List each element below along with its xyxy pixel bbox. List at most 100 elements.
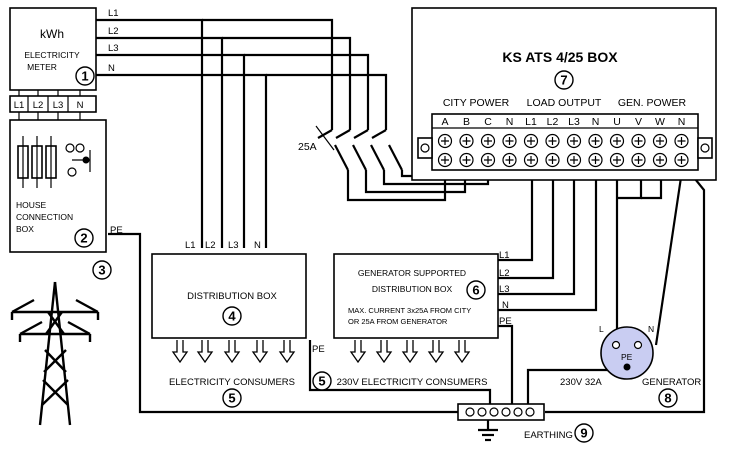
dist-consumer-arrows [171, 340, 296, 364]
generator-plug: L N PE 230V 32A GENERATOR 8 [560, 324, 701, 408]
consumer-arrow-icon [453, 340, 471, 364]
terminal-screw-slot [527, 137, 535, 145]
meter-label-line1: ELECTRICITY [24, 50, 80, 60]
terminal-screw-slot [613, 156, 621, 164]
terminal-screw-slot [677, 156, 686, 164]
wire-plug-pe [526, 368, 627, 405]
terminal-screw-slot [548, 156, 557, 164]
terminal-screw-slot [484, 137, 492, 145]
gen-box-badge: 6 [466, 280, 486, 300]
house-pe-label: PE [110, 225, 123, 236]
gen-box-badge-number: 6 [472, 283, 479, 298]
switch-arm-1 [334, 144, 349, 171]
wire-l3-to-switch [244, 53, 370, 130]
wire-n-to-switch [266, 73, 388, 130]
meter-term-l2: L2 [33, 100, 44, 111]
terminal-screw-slot [613, 137, 621, 145]
gen-box-note-line1: MAX. CURRENT 3x25A FROM CITY [348, 306, 471, 315]
consumer-arrow-icon [251, 340, 269, 364]
terminal-screw-slot [591, 137, 600, 145]
wire-gen-box-pe [497, 324, 514, 405]
ats-group-gen: GEN. POWER [618, 97, 687, 109]
meter-terminal-strip [9, 95, 97, 113]
dist-pe-label: PE [312, 344, 325, 355]
terminal-screw-slot [505, 156, 514, 164]
neutral-link-icon [65, 143, 91, 177]
ats-terminal-label: C [484, 116, 492, 128]
gen-in-l3: L3 [499, 284, 510, 295]
wire-load-n [497, 164, 598, 312]
switch-arm-4 [388, 144, 403, 171]
wire-dist-pe [308, 340, 492, 405]
ats-group-load: LOAD OUTPUT [527, 97, 602, 109]
switch-arm-3 [370, 144, 385, 171]
ats-title: KS ATS 4/25 BOX [502, 49, 618, 65]
dist-box-badge-number: 4 [228, 309, 236, 324]
gen-in-pe: PE [499, 316, 512, 327]
terminal-screw-slot [441, 156, 449, 164]
gen-in-l2: L2 [499, 268, 510, 279]
earth-terminal-strip [457, 403, 545, 421]
wire-l2-to-switch [222, 36, 352, 130]
terminal-screw-slot [484, 156, 492, 164]
house-label-line1: HOUSE [16, 200, 47, 210]
meter-term-n: N [77, 100, 84, 111]
earthing-label: EARTHING [524, 430, 573, 441]
ats-terminal-label: L1 [525, 116, 537, 128]
wire-meter-n [96, 73, 268, 248]
meter-out-l2: L2 [108, 26, 119, 37]
consumer-arrow-icon [223, 340, 241, 364]
meter-badge-number: 1 [81, 69, 88, 84]
ats-group-city: CITY POWER [443, 97, 510, 109]
electricity-meter: kWh ELECTRICITY METER 1 L1 L2 L3 N L1 L2… [9, 7, 119, 120]
gen-consumer-arrows [349, 340, 471, 364]
wire-l1-to-switch [202, 18, 334, 130]
generator-rating: 230V 32A [560, 377, 602, 388]
ats-terminal-label: A [441, 116, 448, 128]
terminal-screw-slot [462, 137, 471, 145]
terminal-screw-slot [548, 137, 557, 145]
plug-n-label: N [648, 324, 654, 334]
terminal-screw-slot [634, 156, 643, 164]
dist-consumers-badge-number: 5 [228, 391, 235, 406]
terminal-screw-slot [656, 137, 664, 145]
ats-badge: 7 [554, 70, 574, 90]
pylon-badge: 3 [92, 260, 112, 280]
dist-consumers-badge: 5 [222, 388, 242, 408]
gen-box-title-line2: DISTRIBUTION BOX [372, 284, 453, 294]
generator-distribution-box: GENERATOR SUPPORTED DISTRIBUTION BOX 6 M… [312, 250, 512, 391]
ats-terminal-label: N [678, 116, 686, 128]
gen-consumers-label: 230V ELECTRICITY CONSUMERS [337, 377, 488, 388]
ats-terminal-label: L2 [547, 116, 559, 128]
gen-consumers-badge: 5 [312, 371, 332, 391]
earthing-bar: EARTHING 9 [457, 403, 594, 443]
switch-blade-4 [371, 129, 387, 139]
wire-house-pe [108, 232, 460, 414]
house-badge-number: 2 [80, 231, 87, 246]
dist-in-l2: L2 [205, 240, 216, 251]
distribution-box: L1 L2 L3 N DISTRIBUTION BOX 4 PE ELECTRI… [151, 240, 325, 408]
gen-box-title-line1: GENERATOR SUPPORTED [358, 268, 466, 278]
meter-term-l1: L1 [14, 100, 25, 111]
ats-terminal-label: L3 [568, 116, 580, 128]
pylon-badge-number: 3 [98, 263, 105, 278]
dist-consumers-label: ELECTRICITY CONSUMERS [169, 377, 295, 388]
terminal-screw-slot [591, 156, 600, 164]
terminal-screw-slot [462, 156, 471, 164]
plug-l-label: L [599, 324, 604, 334]
ats-terminal-label: B [463, 116, 470, 128]
terminal-screw-slot [634, 137, 643, 145]
consumer-arrow-icon [349, 340, 367, 364]
switch-rating: 25A [298, 141, 317, 153]
ats-terminal-label: N [592, 116, 600, 128]
house-label-line2: CONNECTION [16, 212, 73, 222]
terminal-screw-slot [505, 137, 514, 145]
meter-unit: kWh [40, 27, 64, 41]
consumer-arrow-icon [427, 340, 445, 364]
switch-indicator [315, 125, 335, 151]
plug-pe-label: PE [621, 352, 633, 362]
dist-box-title: DISTRIBUTION BOX [187, 291, 277, 302]
house-badge: 2 [74, 228, 94, 248]
